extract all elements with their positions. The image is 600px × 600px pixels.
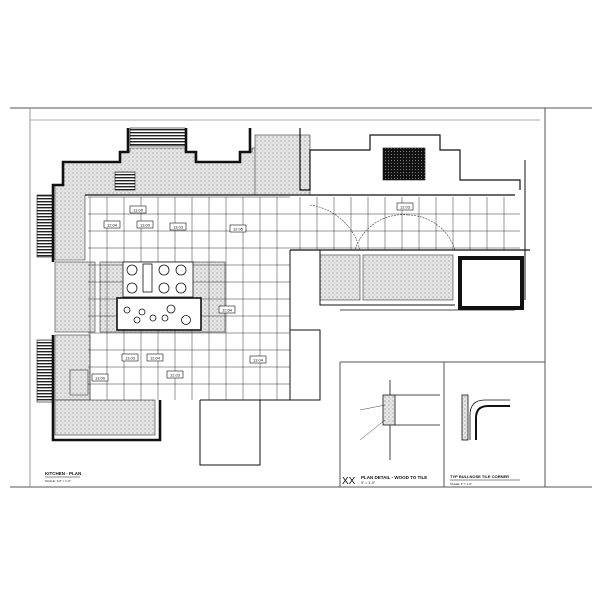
detail-number: XX (342, 476, 356, 487)
doors (69, 204, 456, 396)
window-west-upper (36, 194, 53, 258)
finish-tag-box (146, 353, 164, 362)
title-kitchen-plan: KITCHEN - PLAN SCALE: 1/4" = 1'-0" (45, 471, 81, 483)
view-title: KITCHEN - PLAN (45, 471, 81, 476)
finish-tag: 12.04 (222, 308, 233, 313)
windows (36, 127, 524, 403)
finish-tag-box (129, 205, 147, 214)
tile-grid (88, 196, 520, 400)
finish-tag: 12.04 (150, 356, 161, 361)
finish-tag: 12.03 (170, 373, 181, 378)
finish-tag-box (103, 220, 121, 229)
title-detail-2: TYP BULLNOSE TILE CORNER SCALE: 3" = 1'-… (450, 474, 520, 486)
window-north (129, 127, 186, 147)
finish-tag: 12.03 (400, 205, 411, 210)
shower-bullnose (458, 256, 524, 310)
appliance-grille (382, 147, 426, 181)
finish-tag: 13.03 (173, 225, 184, 230)
finish-tags: 12.04 13.00 13.03 12.05 13.00 12.03 12.04 13.00… (91, 202, 414, 382)
window-west-lower (36, 339, 53, 403)
finish-tag: 13.00 (95, 376, 106, 381)
finish-tag-box (136, 220, 154, 229)
finish-tag-box (166, 370, 184, 379)
finish-tag: 13.03 (125, 356, 136, 361)
title-detail-1: XX PLAN DETAIL - WOOD TO TILE 3" = 1'-0" (342, 475, 427, 487)
finish-tag: 13.00 (133, 208, 144, 213)
detail-scale: 3" = 1'-0" (361, 481, 376, 485)
finish-tag-box (396, 202, 414, 211)
finish-tag-box (218, 305, 236, 314)
detail-bullnose-corner-drawing (461, 394, 510, 441)
view-scale: SCALE: 1/4" = 1'-0" (45, 479, 71, 483)
finish-tag: 12.04 (107, 223, 118, 228)
island (116, 261, 202, 331)
detail-title: PLAN DETAIL - WOOD TO TILE (361, 475, 427, 480)
finish-tag: 13.04 (253, 358, 264, 363)
finish-tag-box (91, 373, 109, 382)
detail-title: TYP BULLNOSE TILE CORNER (450, 474, 509, 479)
finish-tag-box (169, 222, 187, 231)
finish-tag-box (229, 224, 247, 233)
finish-tag-box (121, 353, 139, 362)
finish-tag: 12.05 (233, 227, 244, 232)
detail-scale: SCALE: 3" = 1'-0" (450, 482, 472, 486)
sheet-frame (10, 107, 592, 488)
detail-wood-to-tile-drawing (359, 380, 440, 460)
finish-tag: 13.00 (140, 223, 151, 228)
finish-tag-box (249, 355, 267, 364)
range-hood (114, 171, 136, 191)
